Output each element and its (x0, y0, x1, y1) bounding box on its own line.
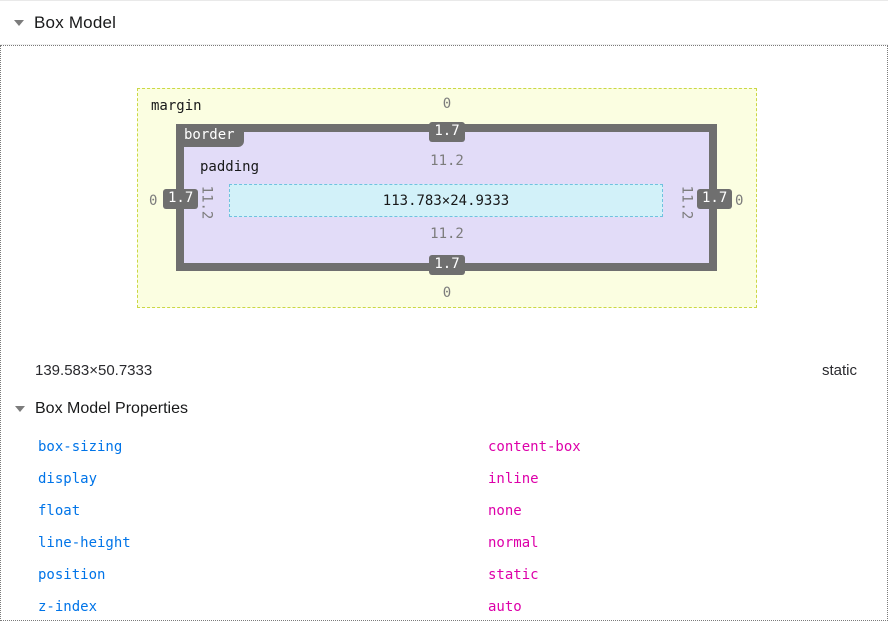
border-right-value[interactable]: 1.7 (697, 189, 733, 209)
border-left-value[interactable]: 1.7 (163, 189, 199, 209)
property-row[interactable]: z-index auto (1, 591, 887, 623)
margin-top-value[interactable]: 0 (442, 96, 452, 112)
element-position: static (821, 362, 857, 379)
chevron-down-icon[interactable] (15, 406, 25, 412)
content-region[interactable]: 113.783×24.9333 (229, 184, 663, 217)
padding-right-value[interactable]: 11.2 (678, 185, 695, 220)
margin-label: margin (151, 98, 202, 114)
margin-bottom-value[interactable]: 0 (442, 285, 452, 301)
element-dimensions: 139.583×50.7333 (35, 362, 153, 379)
property-name: box-sizing (38, 439, 123, 455)
property-value[interactable]: inline (488, 471, 539, 487)
box-model-panel: margin border padding 113.783×24.9333 0 … (0, 45, 888, 621)
border-top-row: 1.7 (138, 122, 756, 142)
property-row[interactable]: float none (1, 495, 887, 527)
property-value[interactable]: normal (488, 535, 539, 551)
box-model-properties-header[interactable]: Box Model Properties (15, 400, 188, 418)
padding-top-value[interactable]: 11.2 (430, 153, 464, 169)
properties-list: box-sizing content-box display inline fl… (1, 431, 887, 623)
box-model-section-header[interactable]: Box Model (0, 0, 888, 45)
property-name: display (38, 471, 98, 487)
border-bottom-value[interactable]: 1.7 (429, 255, 465, 275)
margin-region[interactable]: margin border padding 113.783×24.9333 0 … (137, 88, 757, 308)
border-top-value[interactable]: 1.7 (429, 122, 465, 142)
property-row[interactable]: line-height normal (1, 527, 887, 559)
property-row[interactable]: display inline (1, 463, 887, 495)
margin-left-value[interactable]: 0 (149, 193, 158, 209)
border-bottom-row: 1.7 (138, 255, 756, 275)
property-value[interactable]: content-box (488, 439, 581, 455)
property-name: float (38, 503, 81, 519)
property-value[interactable]: auto (488, 599, 522, 615)
margin-right-value[interactable]: 0 (735, 193, 744, 209)
property-value[interactable]: static (488, 567, 539, 583)
chevron-down-icon[interactable] (14, 19, 24, 26)
element-summary: 139.583×50.7333 static (35, 362, 857, 379)
border-label: border (176, 124, 244, 147)
property-row[interactable]: position static (1, 559, 887, 591)
content-size[interactable]: 113.783×24.9333 (382, 192, 510, 209)
property-value[interactable]: none (488, 503, 522, 519)
padding-left-value[interactable]: 11.2 (198, 185, 215, 220)
property-name: z-index (38, 599, 98, 615)
property-row[interactable]: box-sizing content-box (1, 431, 887, 463)
padding-label: padding (200, 159, 260, 175)
property-name: position (38, 567, 106, 583)
padding-bottom-value[interactable]: 11.2 (430, 226, 464, 242)
property-name: line-height (38, 535, 131, 551)
section-title: Box Model (34, 12, 117, 32)
properties-title: Box Model Properties (35, 400, 188, 417)
